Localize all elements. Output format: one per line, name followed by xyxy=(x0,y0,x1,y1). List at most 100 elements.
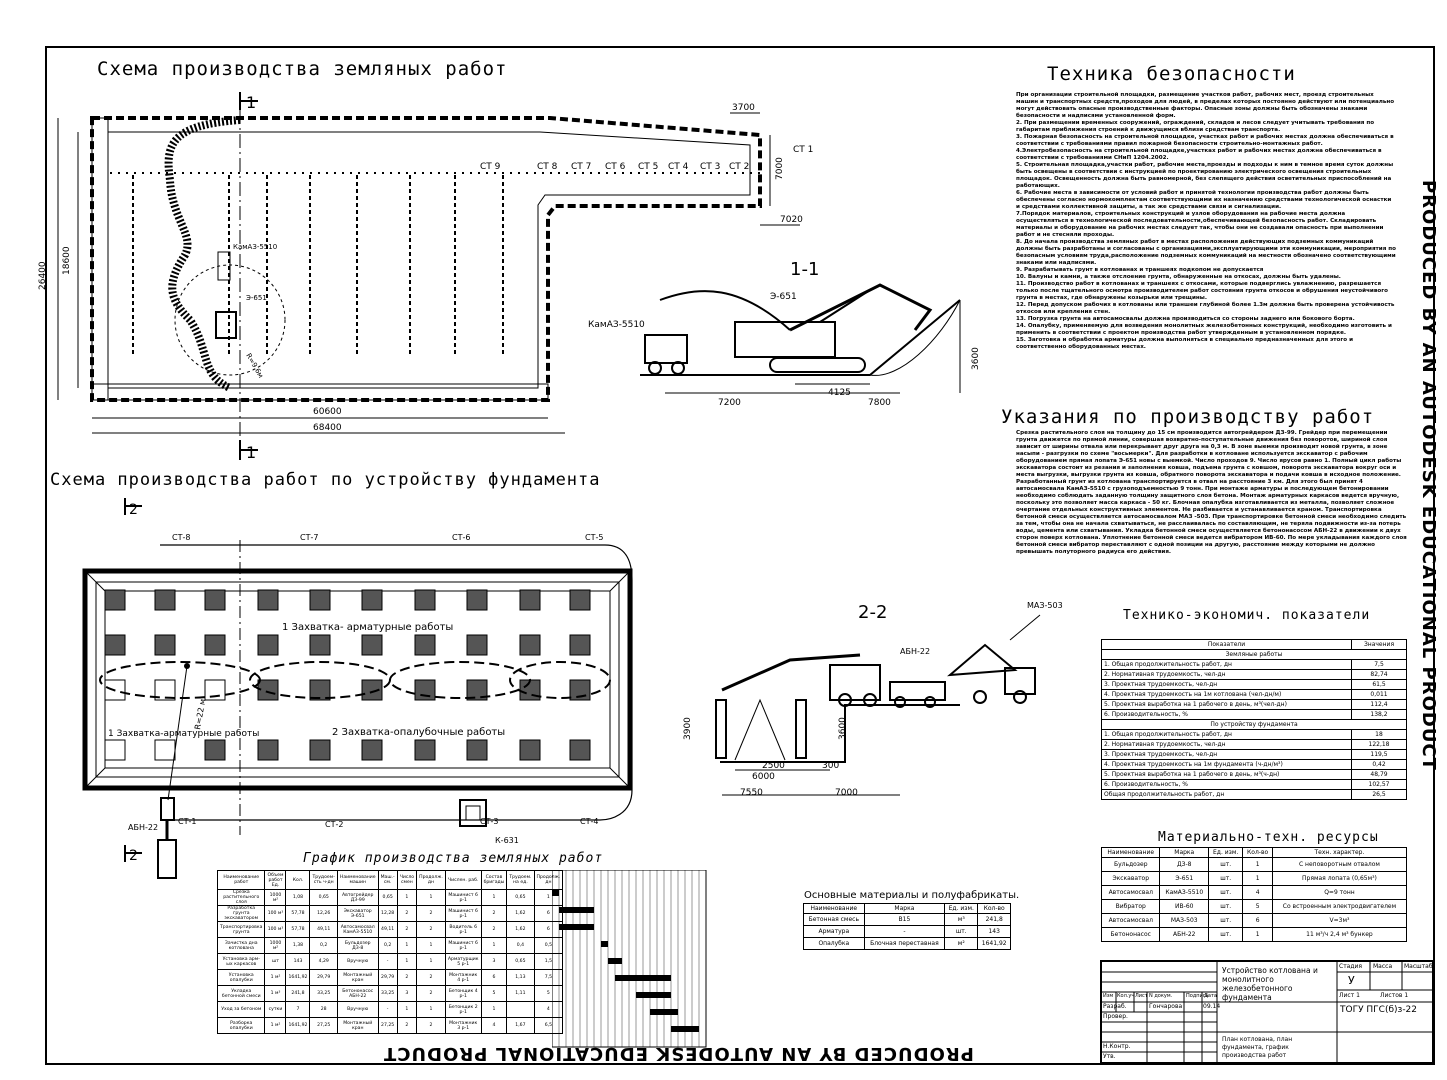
foundation-footing xyxy=(309,679,331,701)
graph-cell: Вручную xyxy=(336,953,379,970)
st-6: СТ-6 xyxy=(452,533,470,542)
foundation-footing xyxy=(466,739,488,761)
dim-3700: 3700 xyxy=(732,103,755,113)
graph-cell: Водитель 6 р-1 xyxy=(444,921,482,938)
tep-label: 1. Общая продолжительность работ, дн xyxy=(1101,729,1352,740)
stamp-utv: Утв. xyxy=(1103,1053,1116,1060)
st-1: СТ-1 xyxy=(178,817,196,826)
graph-cell: 1,62 xyxy=(506,905,535,922)
foundation-footing xyxy=(204,589,226,611)
graph-cell: 27,25 xyxy=(309,1017,338,1034)
materials-header: Кол-во xyxy=(977,903,1011,914)
graph-header: Наименование работ xyxy=(216,870,266,890)
graph-cell: 57,78 xyxy=(285,921,311,938)
tep-value: 61,5 xyxy=(1351,679,1407,690)
graph-cell: 1 xyxy=(480,937,508,954)
foundation-footing xyxy=(204,739,226,761)
materials-cell: 143 xyxy=(977,925,1011,938)
graph-cell: 0,65 xyxy=(506,889,535,906)
graph-cell: 49,11 xyxy=(309,921,338,938)
graph-cell: 1 xyxy=(480,1001,508,1018)
foundation-footing xyxy=(414,739,436,761)
graph-bar xyxy=(559,924,594,930)
resources-cell: Q=9 тонн xyxy=(1271,885,1408,900)
dim-68400: 68400 xyxy=(313,423,342,433)
dim-26400: 26400 xyxy=(38,261,48,290)
tep-value: 138,2 xyxy=(1351,709,1407,720)
resources-cell: шт. xyxy=(1208,885,1244,900)
graph-cell: Автосамосвал КамАЗ-5510 xyxy=(336,921,379,938)
tep-row: 6. Производительность, %138,2 xyxy=(1101,709,1407,720)
tep-title: Технико-экономич. показатели xyxy=(1123,608,1371,623)
station-9: СТ 9 xyxy=(480,162,501,172)
graph-cell: 0,2 xyxy=(309,937,338,954)
graph-header: Трудоем-сть ч-дн xyxy=(309,870,338,890)
dim-7800: 7800 xyxy=(868,398,891,408)
graph-cell: 1 м² xyxy=(264,1017,287,1034)
dim-7020: 7020 xyxy=(780,215,803,225)
graph-bars xyxy=(552,870,707,1048)
st-2: СТ-2 xyxy=(325,820,343,829)
resources-cell: АБН-22 xyxy=(1159,927,1210,942)
materials-row: Арматура-шт.143 xyxy=(803,925,1011,938)
graph-bar xyxy=(615,975,671,981)
foundation-footing xyxy=(519,634,541,656)
resources-cell: Бетононасос xyxy=(1100,927,1161,942)
graph-cell: 1 xyxy=(416,889,446,906)
resources-cell: 11 м³/ч 2,4 м³ бункер xyxy=(1271,927,1408,942)
graph-cell: 12,26 xyxy=(309,905,338,922)
materials-header: Ед. изм. xyxy=(944,903,979,914)
graph-cell: 1 м² xyxy=(264,969,287,986)
graph-bar xyxy=(650,1009,678,1015)
stamp-nkontr: Н.Контр. xyxy=(1103,1043,1131,1050)
resources-cell: шт. xyxy=(1208,913,1244,928)
resources-cell: МАЗ-503 xyxy=(1159,913,1210,928)
graph-cell: Машинист 6 р-1 xyxy=(444,937,482,954)
materials-cell: - xyxy=(863,925,946,938)
graph-bar xyxy=(552,890,559,896)
graph-cell: 3 xyxy=(480,953,508,970)
graph-cell: 7,5 xyxy=(533,969,564,986)
graph-cell: 5 xyxy=(533,985,564,1002)
st-3: СТ-3 xyxy=(480,817,498,826)
foundation-footing xyxy=(466,679,488,701)
graph-cell: 49,11 xyxy=(377,921,398,938)
materials-cell: Бетонная смесь xyxy=(803,913,865,926)
stamp-stage: У xyxy=(1348,974,1355,987)
graph-cell: 1,67 xyxy=(506,1017,535,1034)
dim-7000-b: 7000 xyxy=(835,788,858,798)
tep-value: 48,79 xyxy=(1351,769,1407,780)
tep-row: 4. Проектная трудоемкость на 1м фундамен… xyxy=(1101,759,1407,770)
tep-value: 119,5 xyxy=(1351,749,1407,760)
graph-cell: 57,78 xyxy=(285,905,311,922)
resources-cell: Прямая лопата (0,65м³) xyxy=(1271,871,1408,886)
graph-cell: 1641,92 xyxy=(285,1017,311,1034)
resources-header: Наименование xyxy=(1100,847,1161,858)
foundation-footing xyxy=(104,634,126,656)
st-5: СТ-5 xyxy=(585,533,603,542)
materials-cell: Опалубка xyxy=(803,937,865,950)
graph-cell: 0,2 xyxy=(377,937,398,954)
stamp-col-sign: Подпись xyxy=(1186,993,1209,999)
graph-cell: сутки xyxy=(264,1001,287,1018)
materials-cell: Арматура xyxy=(803,925,865,938)
graph-cell: 2 xyxy=(416,921,446,938)
stamp-col-list: Лист xyxy=(1135,993,1148,999)
tep-value: 7,5 xyxy=(1351,659,1407,670)
excavator-label: Э-651 xyxy=(246,294,267,302)
resources-cell: Экскаватор xyxy=(1100,871,1161,886)
graph-cell: 1 xyxy=(480,889,508,906)
resources-header: Кол-во xyxy=(1242,847,1273,858)
resources-cell: 4 xyxy=(1242,885,1273,900)
resources-cell: Э-651 xyxy=(1159,871,1210,886)
foundation-footing xyxy=(361,739,383,761)
